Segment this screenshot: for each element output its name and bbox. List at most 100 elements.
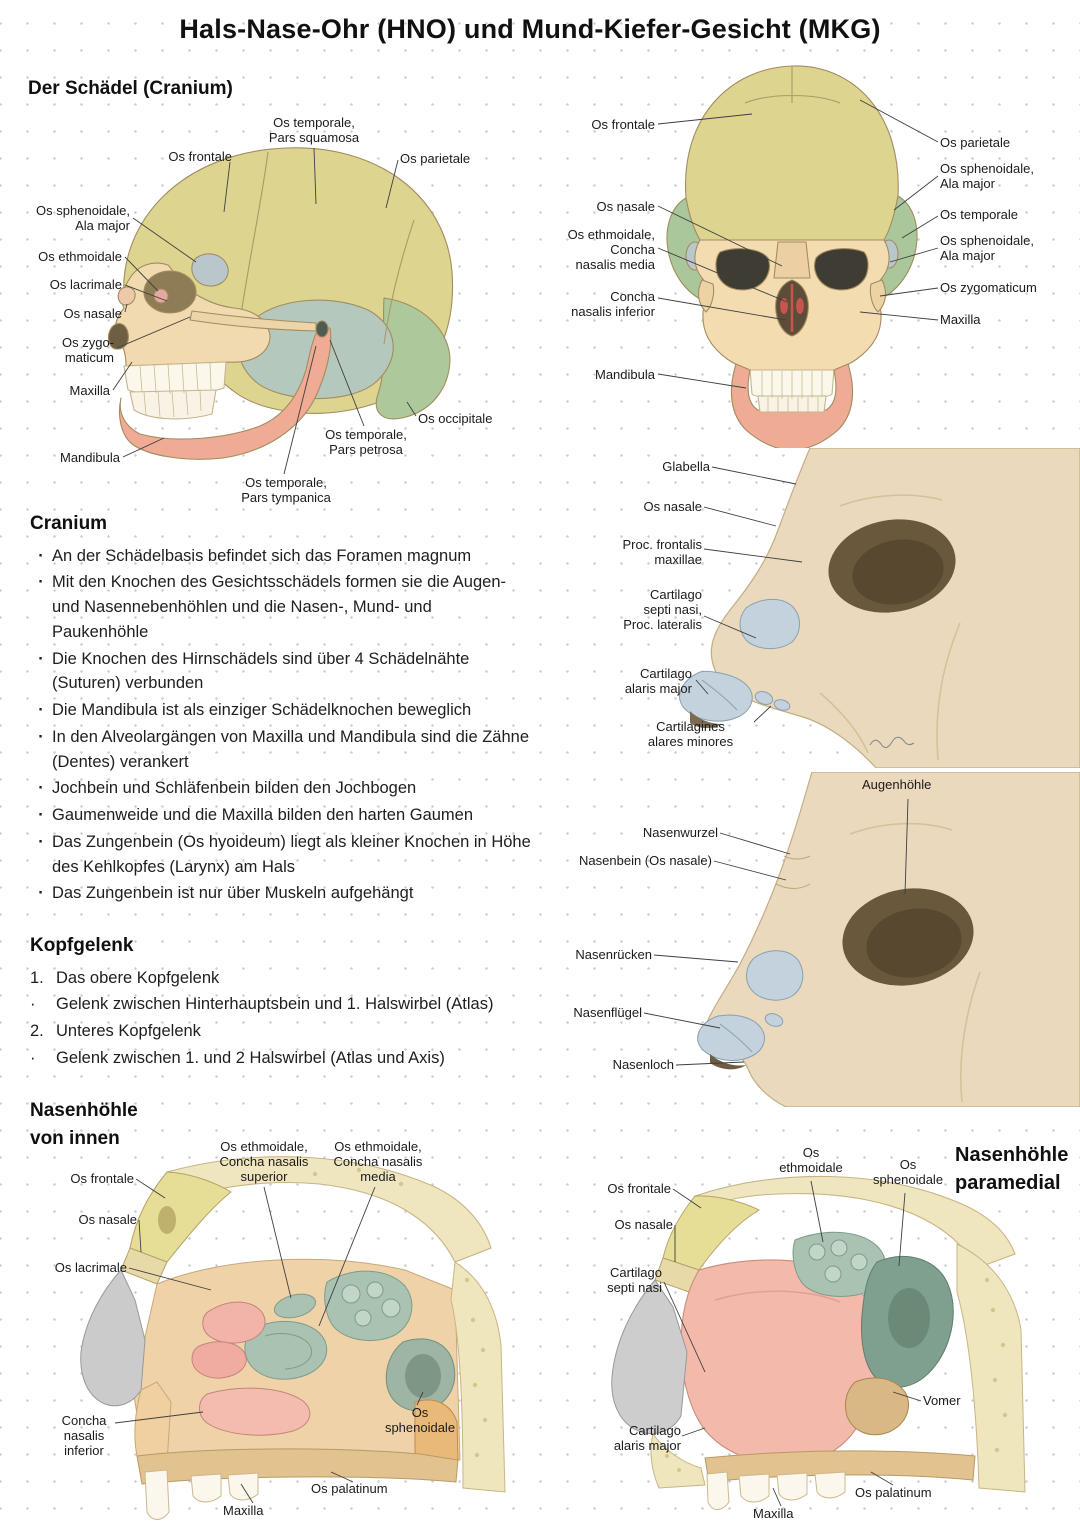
nasal-aperture <box>107 323 129 350</box>
label-nasenloch: Nasenloch <box>612 1057 674 1072</box>
leader-lines <box>695 466 803 723</box>
label-os-temporale-petrosa: Os temporale, Pars petrosa <box>325 427 407 457</box>
label-os-lacrimale: Os lacrimale <box>49 277 122 292</box>
label-nasenfluegel: Nasenflügel <box>573 1005 642 1020</box>
nostril <box>710 1054 746 1070</box>
label-os-temporale-tympanica: Os temporale, Pars tympanica <box>241 475 331 505</box>
label-os-sphenoidale: Os sphenoidale, Ala major <box>36 203 130 233</box>
teeth <box>706 1471 846 1510</box>
label-nasenbein: Nasenbein (Os nasale) <box>579 853 712 868</box>
label-os-palatinum: Os palatinum <box>311 1481 388 1496</box>
list-item: Die Knochen des Hirnschädels sind über 4… <box>30 647 532 697</box>
alar-cartilage <box>679 670 753 722</box>
list-item: Jochbein und Schläfenbein bilden den Joc… <box>30 776 532 801</box>
figure-nasal-cavity-inner: Os frontale Os nasale Os lacrimale Os et… <box>15 1139 540 1525</box>
label-os-ethmoidale: Os ethmoidale <box>779 1145 843 1175</box>
spongy-bone <box>450 1261 506 1493</box>
list-item: Das Zungenbein (Os hyoideum) liegt als k… <box>30 830 532 880</box>
label-cartilago-septi-nasi: Cartilago septi nasi, Proc. lateralis <box>623 587 702 632</box>
label-os-zygomaticum: Os zygomaticum <box>940 280 1037 295</box>
label-mandibula: Mandibula <box>60 450 120 465</box>
list-item: Mit den Knochen des Gesichtsschädels for… <box>30 570 532 644</box>
vomer <box>844 1377 909 1436</box>
list-item: Das Zungenbein ist nur über Muskeln aufg… <box>30 881 532 906</box>
label-mandibula: Mandibula <box>595 367 655 382</box>
label-maxilla: Maxilla <box>223 1503 264 1518</box>
label-concha-superior: Os ethmoidale, Concha nasalis superior <box>219 1139 309 1184</box>
label-maxilla: Maxilla <box>753 1506 794 1521</box>
label-os-parietale: Os parietale <box>940 135 1011 150</box>
alar-cartilage <box>697 1014 765 1061</box>
nasenhoehle-subheading: von innen <box>30 1128 120 1149</box>
os-sphenoidale-region <box>191 253 229 287</box>
mandible <box>118 327 332 460</box>
page-title: Hals-Nase-Ohr (HNO) und Mund-Kiefer-Gesi… <box>179 14 881 44</box>
nose-tip <box>80 1269 146 1407</box>
minor-cartilage <box>764 1013 784 1027</box>
orbit-right <box>813 248 869 291</box>
nasal-cavity-inner-drawing <box>80 1156 506 1520</box>
nasal-cavity-paramedial-drawing <box>611 1175 1026 1510</box>
figure-nose-external: Augenhöhle Nasenwurzel Nasenbein (Os nas… <box>540 772 1080 1107</box>
label-nasenwurzel: Nasenwurzel <box>642 825 718 840</box>
label-os-palatinum: Os palatinum <box>855 1485 932 1500</box>
label-augenhoehle: Augenhöhle <box>862 777 932 792</box>
label-os-zygomaticum: Os zygo- maticum <box>61 335 114 365</box>
nasenhoehle-heading: Nasenhöhle <box>30 1100 138 1121</box>
label-cartilago-septi-nasi: Cartilago septi nasi <box>607 1265 662 1295</box>
label-concha-nasalis-inferior: Concha nasalis inferior <box>571 289 655 319</box>
label-proc-frontalis: Proc. frontalis maxillae <box>622 537 702 567</box>
list-item: ·Gelenk zwischen Hinterhauptsbein und 1.… <box>30 995 494 1014</box>
maxilla-front <box>134 1381 172 1463</box>
label-os-frontale: Os frontale <box>70 1171 134 1186</box>
label-maxilla: Maxilla <box>940 312 981 327</box>
label-os-frontale: Os frontale <box>168 149 232 164</box>
label-concha-inferior: Concha nasalis inferior <box>61 1413 107 1458</box>
orbit <box>143 270 197 314</box>
label-os-nasale: Os nasale <box>643 499 702 514</box>
os-nasale-region <box>117 286 136 306</box>
label-os-nasale: Os nasale <box>63 306 122 321</box>
label-os-parietale: Os parietale <box>400 151 471 166</box>
nasal-bridge <box>773 241 811 279</box>
ear-canal <box>315 320 329 338</box>
label-os-nasale: Os nasale <box>78 1212 137 1227</box>
label-vomer: Vomer <box>923 1393 961 1408</box>
nose-tip <box>611 1279 688 1435</box>
label-os-sphenoidale: Os sphenoidale <box>872 1157 944 1187</box>
leader-lines <box>112 147 417 475</box>
os-frontale-region <box>129 1171 232 1263</box>
skull-vault <box>166 1156 492 1263</box>
kopfgelenk-heading: Kopfgelenk <box>30 935 134 956</box>
cranium-section: Cranium An der Schädelbasis befindet sic… <box>30 510 532 908</box>
nose-cartilages <box>697 950 804 1061</box>
label-os-temporale: Os temporale <box>940 207 1019 222</box>
label-nasenruecken: Nasenrücken <box>575 947 652 962</box>
paramedial-heading-line1: Nasenhöhle <box>955 1144 1069 1166</box>
schaedel-heading: Der Schädel (Cranium) <box>28 78 233 99</box>
nose-cartilage-drawing <box>679 448 1080 768</box>
lateral-cartilage <box>746 950 804 1001</box>
maxilla-spongy <box>650 1432 706 1489</box>
concha-right <box>796 298 804 314</box>
list-item: Die Mandibula ist als einziger Schädelkn… <box>30 698 532 723</box>
label-maxilla: Maxilla <box>69 383 110 398</box>
mandible <box>730 363 854 448</box>
zygoma-right <box>869 279 887 313</box>
leader-lines <box>643 798 909 1066</box>
label-os-nasale: Os nasale <box>596 199 655 214</box>
kopfgelenk-section: Kopfgelenk 1.Das obere Kopfgelenk ·Gelen… <box>30 932 532 1073</box>
nose-cartilages <box>679 599 800 722</box>
zygoma-left <box>697 279 715 313</box>
cranium-heading: Cranium <box>30 513 108 534</box>
label-os-sphenoidale-b: Os sphenoidale, Ala major <box>940 233 1034 263</box>
nostril <box>690 711 722 729</box>
concha-superior <box>273 1293 317 1319</box>
leader-lines <box>114 1178 424 1504</box>
lateral-cartilage <box>739 599 800 649</box>
label-os-nasale: Os nasale <box>614 1217 673 1232</box>
label-cartilagines-alares-minores: Cartilagines alares minores <box>647 719 734 749</box>
palate <box>704 1450 976 1483</box>
paramedial-heading-line2: paramedial <box>955 1172 1061 1194</box>
